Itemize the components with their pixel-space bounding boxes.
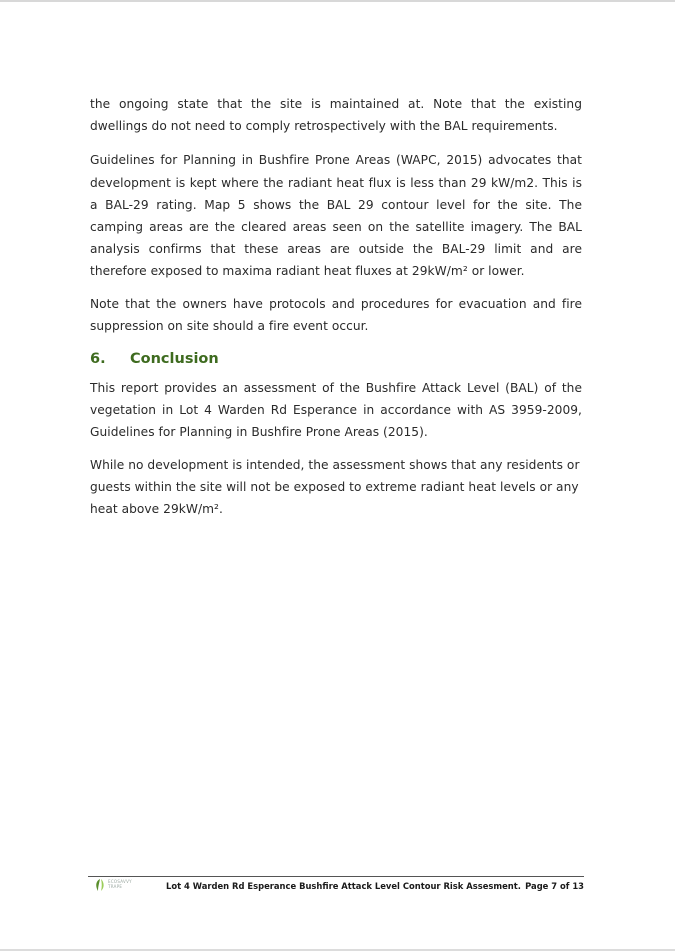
section-heading-conclusion: 6. Conclusion xyxy=(90,349,582,369)
page-content: the ongoing state that the site is maint… xyxy=(90,93,582,530)
footer-page-number: Page 7 of 13 xyxy=(525,881,584,891)
page-footer: ECOSAVVY TRAPE Lot 4 Warden Rd Esperance… xyxy=(88,878,584,894)
page-bottom-edge xyxy=(0,949,675,951)
paragraph-maintained-state: the ongoing state that the site is maint… xyxy=(90,97,582,134)
section-title: Conclusion xyxy=(130,351,219,368)
paragraph-conclusion-development: While no development is intended, the as… xyxy=(90,457,580,517)
footer-title: Lot 4 Warden Rd Esperance Bushfire Attac… xyxy=(166,881,521,891)
logo-text-line2: TRAPE xyxy=(108,884,123,889)
leaf-logo-icon xyxy=(96,879,104,891)
paragraph-protocols: Note that the owners have protocols and … xyxy=(90,296,582,333)
logo-wordmark: ECOSAVVY TRAPE xyxy=(108,879,132,889)
company-logo: ECOSAVVY TRAPE xyxy=(94,878,154,892)
paragraph-guidelines: Guidelines for Planning in Bushfire Pron… xyxy=(90,153,582,279)
footer-divider xyxy=(88,876,584,877)
logo-text-line1: ECOSAVVY xyxy=(108,879,132,884)
page-top-edge xyxy=(0,0,675,2)
paragraph-conclusion-assessment: This report provides an assessment of th… xyxy=(90,381,582,440)
section-number: 6. xyxy=(90,351,106,368)
